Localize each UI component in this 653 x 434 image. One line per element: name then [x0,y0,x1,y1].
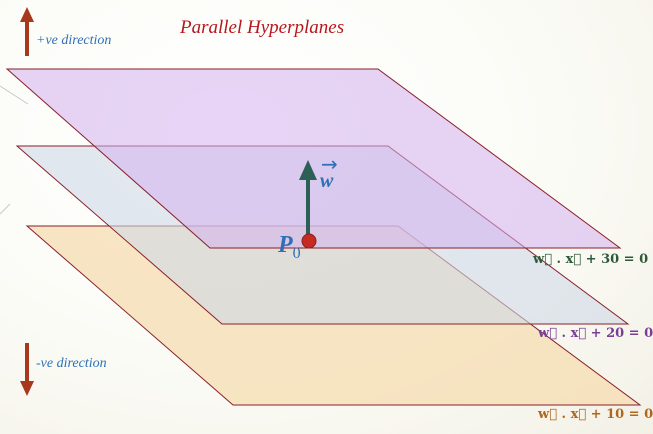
point-subscript: 0 [292,244,301,262]
positive-direction-label: +ve direction [36,33,112,48]
decorative-stroke [0,85,29,105]
equation-bottom-plane: w⃗ . x⃗ + 10 = 0 [538,407,653,422]
negative-direction-label: -ve direction [36,356,107,371]
normal-vector-label: w [320,170,334,192]
equation-top-plane: w⃗ . x⃗ + 30 = 0 [533,252,649,267]
normal-vector-head [299,160,317,180]
plane-top [5,68,622,249]
negative-direction-arrowhead [20,381,34,396]
decorative-stroke [0,203,11,215]
diagram-title: Parallel Hyperplanes [180,17,345,38]
point-p0-label: P0 [278,232,301,263]
point-letter: P [278,232,293,258]
vector-arrow-icon: → [321,152,338,176]
equation-middle-plane: w⃗ . x⃗ + 20 = 0 [538,326,653,341]
positive-direction-arrowhead [20,7,34,22]
point-p0 [301,233,317,249]
